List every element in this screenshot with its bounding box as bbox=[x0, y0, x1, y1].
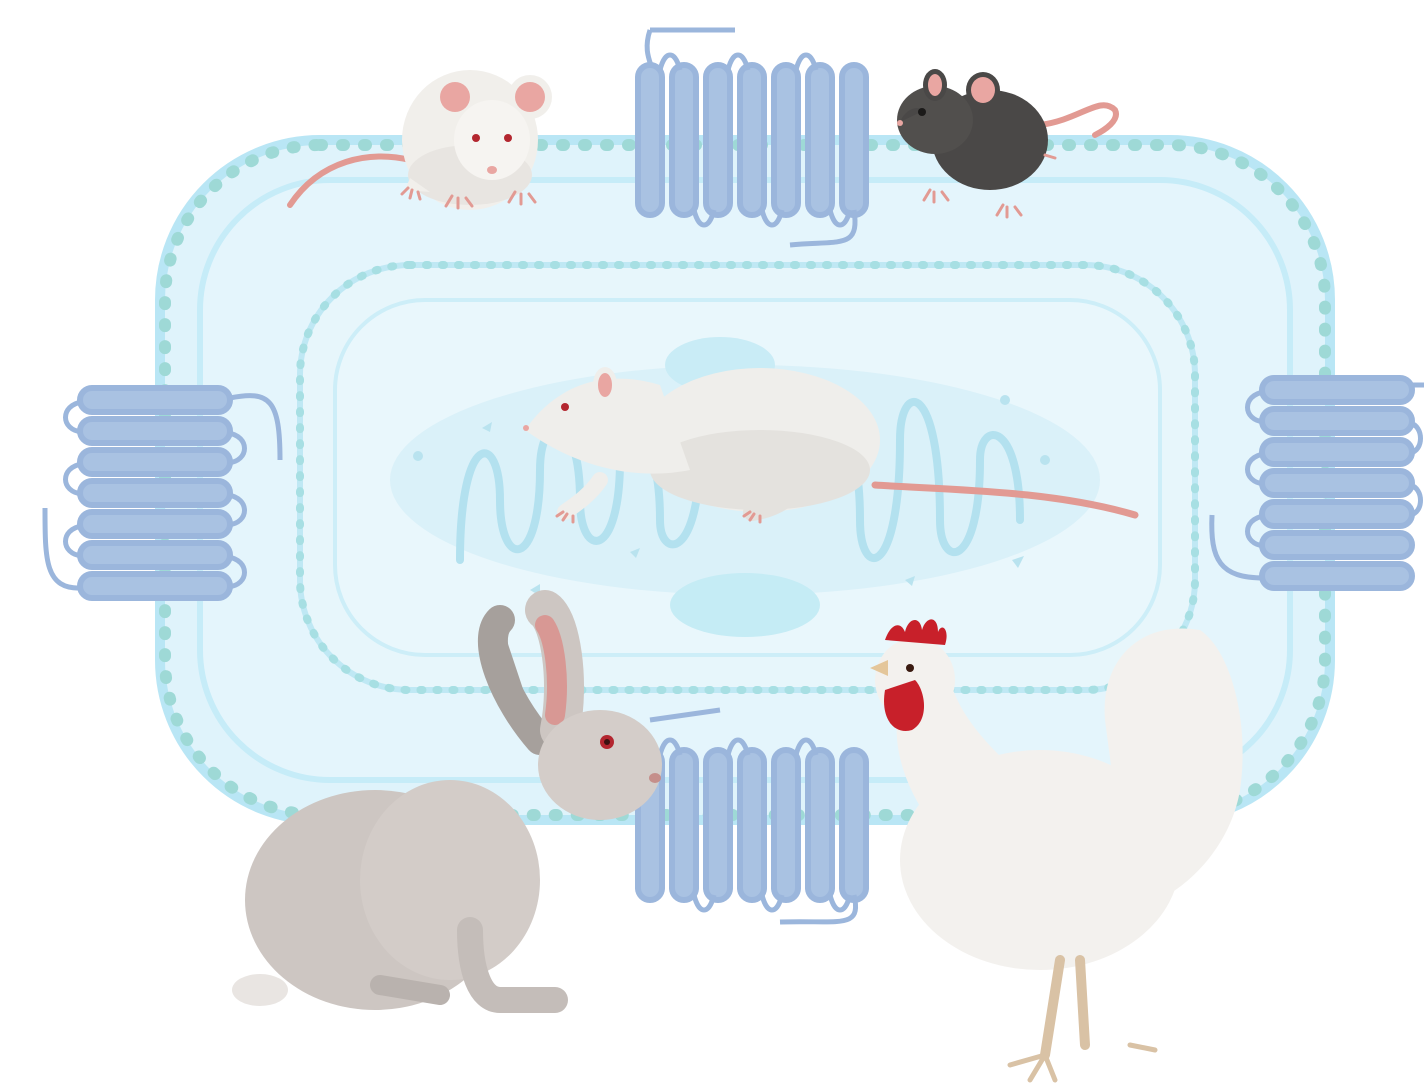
illustration-canvas bbox=[0, 0, 1424, 1087]
